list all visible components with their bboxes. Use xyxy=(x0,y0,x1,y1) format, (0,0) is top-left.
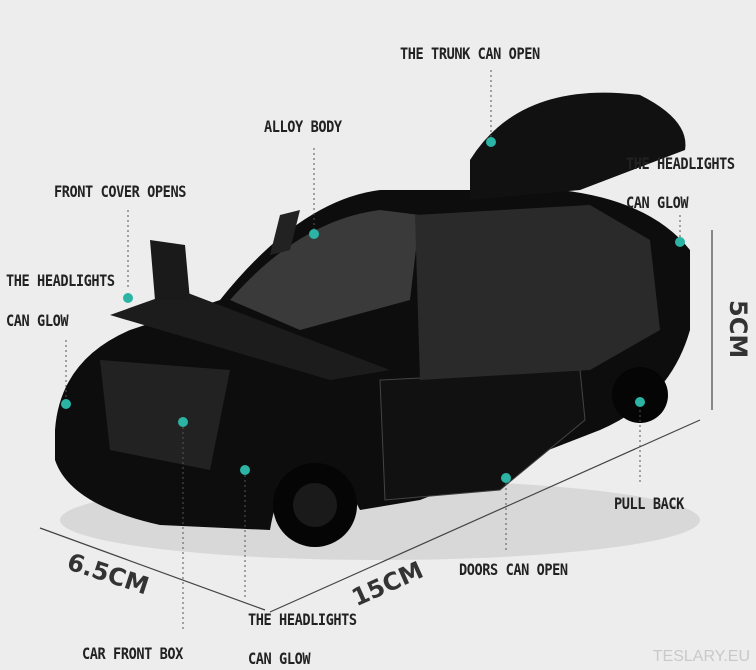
rear-wheel xyxy=(612,367,668,423)
watermark: TESLARY.EU xyxy=(652,648,750,665)
feature-markers xyxy=(61,137,685,483)
label-headlights-left-1: THE HEADLIGHTS xyxy=(6,271,115,290)
hood xyxy=(110,290,390,380)
door xyxy=(379,369,586,501)
label-front-cover: FRONT COVER OPENS xyxy=(54,182,186,201)
car-body xyxy=(55,92,690,547)
dimension-height: 5CM xyxy=(724,300,752,359)
trunk-lid xyxy=(470,92,686,200)
label-front-box: CAR FRONT BOX xyxy=(82,644,183,663)
label-alloy-body: ALLOY BODY xyxy=(264,117,342,136)
dimension-lines xyxy=(39,230,713,613)
label-trunk: THE TRUNK CAN OPEN xyxy=(400,44,540,63)
label-headlights-right-2: CAN GLOW xyxy=(626,193,689,212)
label-headlights-bottom-1: THE HEADLIGHTS xyxy=(248,610,357,629)
leader-lines xyxy=(65,70,681,632)
label-headlights-bottom-2: CAN GLOW xyxy=(248,649,311,668)
label-doors: DOORS CAN OPEN xyxy=(459,560,568,579)
label-headlights-right-1: THE HEADLIGHTS xyxy=(626,154,735,173)
label-headlights-left-2: CAN GLOW xyxy=(6,311,69,330)
interior xyxy=(415,205,660,380)
front-box xyxy=(100,360,230,470)
label-pull-back: PULL BACK xyxy=(614,494,684,513)
